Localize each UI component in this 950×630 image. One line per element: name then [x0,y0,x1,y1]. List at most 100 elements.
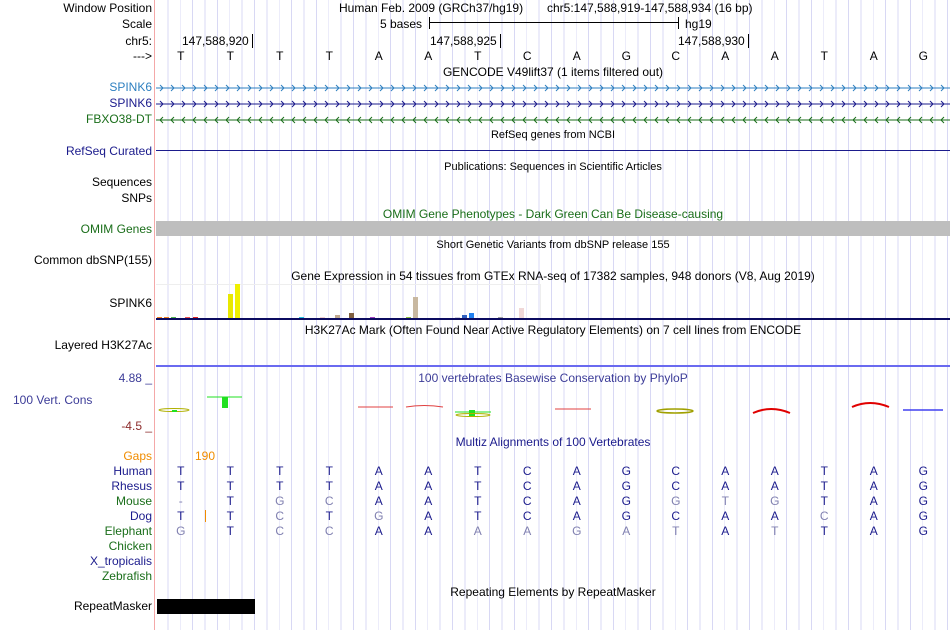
gene-feature[interactable] [156,83,950,93]
base-letter: T [820,49,828,63]
gtex-tissue-bar[interactable] [192,317,198,318]
gtex-tissue-bar[interactable] [320,317,326,318]
multiz-title[interactable]: Multiz Alignments of 100 Vertebrates [455,435,651,449]
aligned-base: C [275,524,285,538]
refseq-title[interactable]: RefSeq genes from NCBI [490,129,616,141]
gene-feature[interactable] [156,99,950,109]
gene-feature[interactable] [156,115,950,125]
gene-label[interactable]: SPINK6 [109,96,152,110]
gtex-tissue-bar[interactable] [171,317,177,318]
aligned-base: T [820,494,828,508]
aligned-base: A [473,524,482,538]
refseq-curated-label[interactable]: RefSeq Curated [65,144,152,158]
omim-genes-label[interactable]: OMIM Genes [80,222,152,236]
gtex-tissue-bar[interactable] [299,317,304,318]
omim-title[interactable]: OMIM Gene Phenotypes - Dark Green Can Be… [382,207,724,221]
gtex-tissue-bar[interactable] [469,313,475,318]
aligned-base: G [918,479,928,493]
aligned-base: G [621,494,631,508]
gtex-tissue-bar[interactable] [370,317,375,318]
gene-label[interactable]: SPINK6 [109,80,152,94]
base-letter: A [374,49,383,63]
gtex-tissue-bar[interactable] [334,315,340,318]
gtex-chart[interactable] [156,284,541,318]
refseq-line[interactable] [156,150,950,151]
phylop-title[interactable]: 100 vertebrates Basewise Conservation by… [418,371,688,385]
publications-title[interactable]: Publications: Sequences in Scientific Ar… [444,161,662,173]
species-label[interactable]: Mouse [115,494,152,508]
aligned-base: A [424,479,433,493]
aligned-base: G [374,509,384,523]
h3k27ac-title[interactable]: H3K27Ac Mark (Often Found Near Active Re… [304,323,802,337]
gtex-tissue-bar[interactable] [405,317,411,318]
snps-label[interactable]: SNPs [121,191,152,205]
repeatmasker-title[interactable]: Repeating Elements by RepeatMasker [450,585,656,599]
base-letter: T [276,49,284,63]
aligned-base: T [177,464,185,478]
phylop-marks [158,396,943,417]
gtex-tissue-bar[interactable] [455,317,461,318]
aligned-base: C [819,509,829,523]
omim-gene-bar[interactable] [156,221,950,236]
base-grid [156,0,950,630]
dbsnp-label[interactable]: Common dbSNP(155) [33,253,152,267]
aligned-base: A [523,524,532,538]
aligned-base: A [869,479,878,493]
aligned-base: A [721,479,730,493]
aligned-base: A [622,524,631,538]
aligned-base: C [522,479,532,493]
gtex-tissue-bar[interactable] [164,317,170,318]
h3k27ac-label[interactable]: Layered H3K27Ac [54,338,152,352]
gtex-tissue-bar[interactable] [412,297,418,318]
aligned-base: A [374,479,383,493]
gtex-title[interactable]: Gene Expression in 54 tissues from GTEx … [291,269,815,283]
repeat-element[interactable] [157,599,255,614]
species-label[interactable]: Rhesus [111,479,152,493]
aligned-base: C [522,494,532,508]
aligned-base: G [918,524,928,538]
gtex-tissue-bar[interactable] [462,315,468,318]
aligned-base: A [374,464,383,478]
species-label[interactable]: Human [113,464,152,478]
strand-label: ---> [133,49,152,63]
phylop-max: 4.88 _ [118,371,152,385]
aligned-base: T [226,494,234,508]
gtex-tissue-bar[interactable] [235,284,241,318]
gencode-title[interactable]: GENCODE V49lift37 (1 items filtered out) [442,65,664,79]
species-label[interactable]: Dog [129,509,152,523]
base-letter: T [325,49,333,63]
gtex-tissue-bar[interactable] [157,317,162,318]
aligned-base: T [474,494,482,508]
phylop-plot[interactable] [0,390,950,420]
gap-marker [205,510,206,522]
gtex-tissue-bar[interactable] [519,308,525,318]
aligned-base: A [869,494,878,508]
species-label[interactable]: Elephant [104,524,152,538]
base-letter: G [621,49,631,63]
aligned-base: A [572,494,581,508]
aligned-base: A [374,524,383,538]
aligned-base: C [671,509,681,523]
gtex-gene-label[interactable]: SPINK6 [109,296,152,310]
gtex-tissue-bar[interactable] [228,294,233,318]
aligned-base: C [275,509,285,523]
phylop-label[interactable]: 100 Vert. Cons [13,393,93,407]
gtex-tissue-bar[interactable] [348,313,354,318]
species-label[interactable]: Chicken [108,539,152,553]
aligned-base: T [325,479,333,493]
repeatmasker-label[interactable]: RepeatMasker [73,599,152,613]
base-letter: A [770,49,779,63]
dbsnp-title[interactable]: Short Genetic Variants from dbSNP releas… [436,239,670,251]
tick-label: 147,588,920 [182,34,253,48]
aligned-base: A [869,524,878,538]
species-label[interactable]: X_tropicalis [89,554,152,568]
aligned-base: A [721,524,730,538]
sequences-label[interactable]: Sequences [91,175,152,189]
aligned-base: T [276,479,284,493]
gtex-tissue-bar[interactable] [497,317,503,318]
gtex-tissue-bar[interactable] [185,317,191,318]
base-letter: A [572,49,581,63]
gene-label[interactable]: FBXO38-DT [85,112,152,126]
species-label[interactable]: Zebrafish [101,569,152,583]
aligned-base: T [226,509,234,523]
